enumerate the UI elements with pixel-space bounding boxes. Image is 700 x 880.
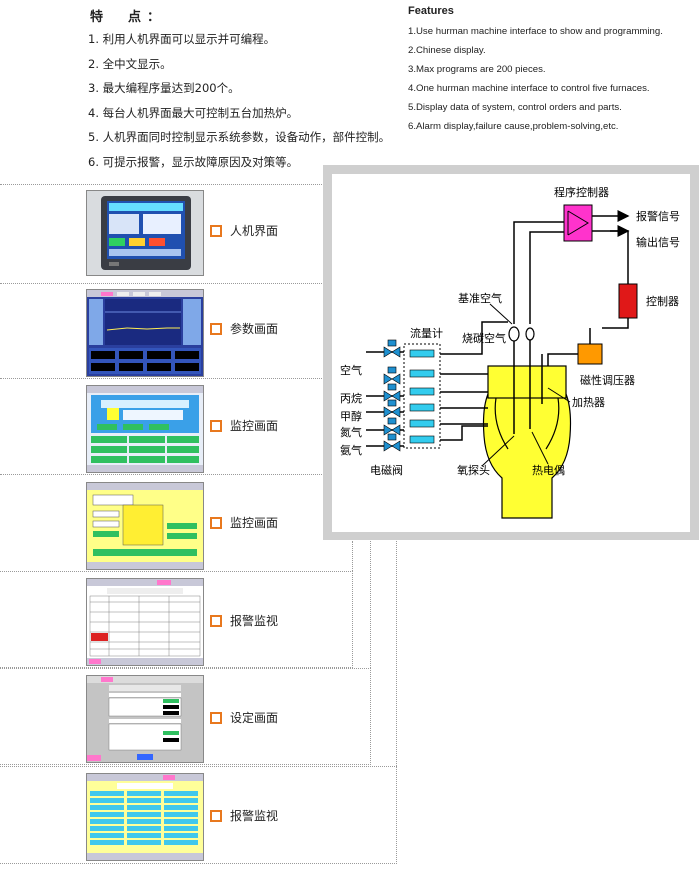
screen-label: 人机界面 [210,222,278,239]
checkbox-square-icon [210,322,222,335]
features-en-item: 6.Alarm display,failure cause,problem-so… [408,121,619,133]
heater-label: 加热器 [572,396,605,409]
features-en-item: 1.Use hurman machine interface to show a… [408,26,663,37]
monitor-screen-thumbnail [86,385,204,473]
features-en-item: 5.Display data of system, control orders… [408,102,622,114]
checkbox-square-icon [210,711,222,724]
dotted-frame [0,474,322,476]
dotted-frame [0,378,322,380]
solenoid-valve-label: 电磁阀 [370,463,403,477]
oxygen-probe-label: 氧探头 [457,463,490,477]
controller-label: 控制器 [646,294,679,308]
checkbox-square-icon [210,224,222,237]
burn-carbon-air-label: 烧碳空气 [462,331,506,345]
screen-label: 报警监视 [210,612,278,629]
features-zh-item: 1. 利用人机界面可以显示并可编程。 [88,32,276,46]
screen-label: 设定画面 [210,709,278,726]
dotted-frame [0,184,322,186]
features-en-item: 3.Max programs are 200 pieces. [408,64,546,76]
system-diagram-canvas: 程序控制器 报警信号 输出信号 控制器 磁性调压器 基准空气 烧碳空气 [332,174,690,532]
gas-nitrogen-label: 氮气 [340,425,362,439]
screen-label-text: 监控画面 [230,516,279,530]
screen-label: 参数画面 [210,320,278,337]
dotted-frame [352,541,354,571]
gas-methanol-label: 甲醇 [340,409,362,423]
features-zh-title: 特 点： [90,10,167,25]
dotted-frame [0,766,397,864]
features-en-title: Features [408,5,454,17]
alarm-monitor-thumbnail [86,578,204,666]
dotted-frame [0,571,353,668]
gas-ammonia-label: 氨气 [340,443,362,457]
dotted-frame [0,283,322,285]
thermocouple-label: 热电偶 [532,464,565,477]
checkbox-square-icon [210,809,222,822]
features-en-list: 1.Use hurman machine interface to show a… [408,22,663,137]
dotted-frame [370,541,372,668]
features-en-item: 4.One hurman machine interface to contro… [408,83,650,95]
furnace-shape [482,393,572,519]
solenoid-valves [383,339,401,452]
features-zh-list: 1. 利用人机界面可以显示并可编程。 2. 全中文显示。 3. 最大编程序量达到… [88,27,390,174]
parameter-screen-thumbnail [86,289,204,377]
checkbox-square-icon [210,516,222,529]
magnetic-regulator-label: 磁性调压器 [580,373,635,387]
checkbox-square-icon [210,614,222,627]
gas-propane-label: 丙烷 [340,391,362,405]
features-en-item: 2.Chinese display. [408,45,486,57]
settings-screen-thumbnail [86,675,204,763]
screen-label: 监控画面 [210,514,278,531]
alarm-list-thumbnail [86,773,204,861]
screen-label: 监控画面 [210,417,278,434]
features-zh-item: 3. 最大编程序量达到200个。 [88,81,240,95]
screen-label-text: 报警监视 [230,809,279,823]
features-zh-item: 5. 人机界面同时控制显示系统参数，设备动作，部件控制。 [88,130,391,144]
screen-label-text: 报警监视 [230,614,279,628]
features-zh-item: 4. 每台人机界面最大可控制五台加热炉。 [88,105,299,120]
reference-air-label: 基准空气 [458,291,502,305]
features-zh-item: 2. 全中文显示。 [88,56,172,71]
dotted-frame [0,668,371,765]
magnetic-regulator-box [577,343,603,365]
monitor-screen-yellow-thumbnail [86,482,204,570]
hmi-device-thumbnail [86,190,204,276]
features-zh-item: 6. 可提示报警，显示故障原因及对策等。 [88,154,299,169]
screen-label-text: 人机界面 [230,224,279,238]
screen-label: 报警监视 [210,807,278,824]
flowmeter-label: 流量计 [410,326,443,340]
screen-label-text: 设定画面 [230,711,279,725]
dotted-frame [396,541,398,766]
system-diagram: 程序控制器 报警信号 输出信号 控制器 磁性调压器 基准空气 烧碳空气 [323,165,699,540]
screen-label-text: 参数画面 [230,322,279,336]
controller-box [618,283,638,319]
flowmeter-tubes [409,349,435,444]
screen-label-text: 监控画面 [230,419,279,433]
checkbox-square-icon [210,419,222,432]
gas-air-label: 空气 [340,363,362,377]
program-controller-label: 程序控制器 [554,185,609,199]
alarm-signal-label: 报警信号 [636,209,680,223]
output-signal-label: 输出信号 [636,235,680,249]
